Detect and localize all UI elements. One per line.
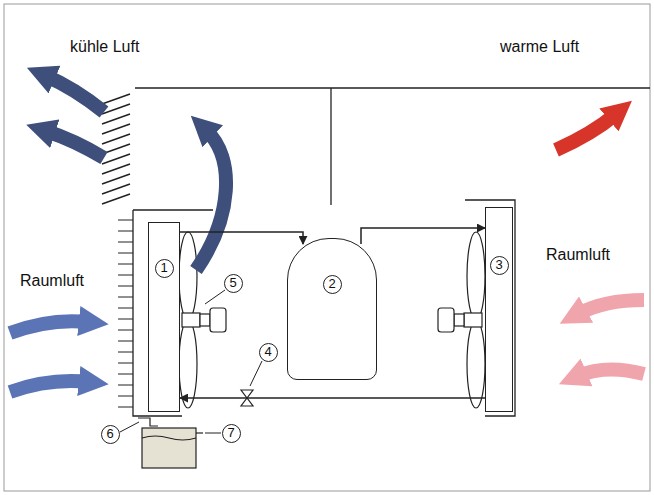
drawing-part — [133, 209, 213, 210]
callout-number: 2 — [323, 275, 342, 294]
air-label: kühle Luft — [70, 38, 139, 56]
refrigerant-pipe — [180, 232, 303, 244]
grille-slat — [102, 164, 130, 174]
drawing-part — [138, 418, 158, 426]
expansion-valve — [241, 390, 253, 406]
grille-tick — [118, 231, 133, 232]
grille-tick — [118, 297, 133, 298]
grille-tick — [118, 220, 133, 221]
drawing-part — [10, 321, 88, 333]
refrigerant-pipe — [361, 228, 485, 244]
leader-lines — [120, 290, 262, 433]
drawing-part — [142, 436, 196, 440]
drawing-part — [464, 313, 482, 327]
air-grille — [118, 220, 133, 407]
drawing-part — [120, 422, 139, 432]
drawing-part — [142, 428, 196, 468]
drawing-part — [10, 381, 88, 392]
callout-number: 5 — [224, 274, 243, 293]
callout-number: 1 — [155, 259, 174, 278]
grille-slat — [102, 184, 130, 194]
drip-tray — [138, 418, 203, 468]
grille-tick — [118, 319, 133, 320]
grille-slat — [102, 194, 130, 204]
callout-number: 7 — [222, 424, 241, 443]
grille-slat — [102, 154, 130, 164]
grille-tick — [118, 341, 133, 342]
drawing-part — [179, 232, 197, 320]
compressor: 2 — [287, 238, 377, 380]
evaporator: 1 — [148, 222, 180, 412]
drawing-part — [205, 433, 221, 434]
housing — [133, 88, 650, 416]
drawing-part — [578, 300, 644, 314]
drawing-part — [467, 320, 485, 408]
air-label: Raumluft — [546, 246, 610, 264]
fan — [438, 232, 485, 408]
drawing-part — [135, 87, 650, 88]
grille-tick — [118, 253, 133, 254]
callout-number: 6 — [101, 425, 120, 444]
grille-slat — [102, 114, 130, 124]
grille-tick — [118, 363, 133, 364]
outer-frame — [4, 4, 650, 491]
drawing-part — [578, 369, 644, 376]
drawing-part — [438, 308, 454, 332]
grille-tick — [118, 286, 133, 287]
drawing-part — [250, 361, 262, 386]
drawing-part — [556, 114, 616, 150]
grille-tick — [118, 308, 133, 309]
grille-tick — [118, 275, 133, 276]
grille-tick — [118, 374, 133, 375]
grille-tick — [118, 264, 133, 265]
grille-slat — [102, 124, 130, 134]
drawing-part — [46, 131, 104, 158]
grille-tick — [118, 330, 133, 331]
callout-number: 3 — [490, 256, 509, 275]
drawing-part — [205, 290, 225, 304]
grille-slat — [102, 94, 130, 104]
grille-slat — [102, 174, 130, 184]
drawing-part — [210, 308, 226, 332]
drawing-part — [179, 320, 197, 408]
drawing-part — [200, 314, 210, 326]
drawing-part — [454, 314, 464, 326]
valve-symbol — [241, 390, 253, 398]
air-grille — [102, 94, 130, 204]
drawing-part — [330, 88, 331, 205]
drawing-part — [196, 432, 203, 433]
grille-tick — [118, 407, 133, 408]
condenser: 3 — [485, 207, 513, 412]
valve-symbol — [241, 398, 253, 406]
callout-number: 4 — [259, 343, 278, 362]
grille-tick — [118, 396, 133, 397]
drawing-part — [46, 76, 104, 112]
air-label: warme Luft — [500, 38, 579, 56]
drawing-part — [467, 232, 485, 320]
air-flow-arrows — [10, 76, 644, 392]
drawing-part — [182, 313, 200, 327]
grille-slat — [102, 134, 130, 144]
grille-tick — [118, 385, 133, 386]
drawing-part — [133, 210, 182, 416]
air-label: Raumluft — [20, 272, 84, 290]
grille-tick — [118, 242, 133, 243]
refrigerant-pipe — [180, 397, 485, 399]
grille-tick — [118, 352, 133, 353]
drawing-part — [196, 130, 226, 270]
drawing-part — [465, 200, 515, 416]
